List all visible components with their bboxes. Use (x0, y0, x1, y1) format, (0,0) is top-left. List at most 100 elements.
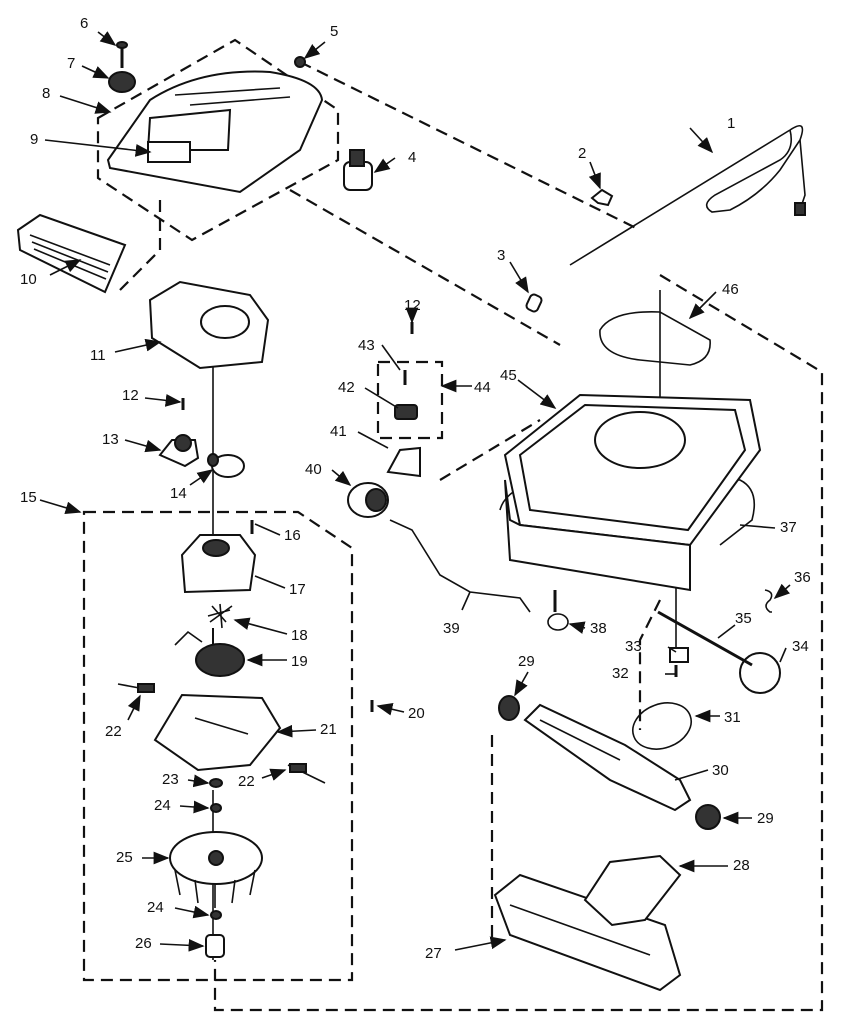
screw-part (116, 41, 128, 68)
leaders (39, 31, 791, 952)
callout-37: 37 (780, 519, 797, 536)
callout-31: 31 (724, 709, 741, 726)
base-housing-part (503, 393, 762, 592)
assembly-line-right (213, 274, 824, 1012)
switch-bracket-part (158, 434, 200, 468)
callout-8: 8 (42, 85, 50, 102)
assembly-line-mid (439, 419, 541, 481)
bracket-group-boundary (376, 360, 444, 440)
nozzle-part (493, 873, 682, 992)
callout-34: 34 (792, 638, 809, 655)
callout-13: 13 (102, 431, 119, 448)
callout-43: 43 (358, 337, 375, 354)
callout-10: 10 (20, 271, 37, 288)
callout-36: 36 (794, 569, 811, 586)
wheel-part (739, 652, 781, 694)
callout-41: 41 (330, 423, 347, 440)
assembly-line-top (299, 61, 641, 231)
fan-nut-part (205, 934, 225, 958)
callout-27: 27 (425, 945, 442, 962)
callout-1: 1 (727, 115, 735, 132)
callout-2: 2 (578, 145, 586, 162)
callout-4: 4 (408, 149, 416, 166)
callout-5: 5 (330, 23, 338, 40)
callout-18: 18 (291, 627, 308, 644)
switch-part (343, 149, 373, 191)
belt-part (632, 702, 692, 750)
callout-29-upper: 29 (518, 653, 535, 670)
callout-11: 11 (90, 347, 106, 364)
callout-6: 6 (80, 15, 88, 32)
contact-part-right (287, 763, 326, 784)
nut-part (294, 56, 306, 68)
clamp-42-part (394, 404, 418, 420)
callout-32: 32 (612, 665, 629, 682)
hood-part (106, 70, 324, 194)
callout-21: 21 (320, 721, 337, 738)
callout-7: 7 (67, 55, 75, 72)
assembly-line-hood-base (289, 189, 561, 346)
bearing-29-upper-part (498, 695, 520, 721)
washer-24-upper-part (210, 803, 222, 813)
hood-group-boundary (96, 38, 340, 242)
brush-part (207, 603, 233, 645)
fan-part (169, 831, 263, 908)
motor-cover-part (148, 280, 270, 370)
lamp-part (207, 453, 245, 478)
grommet-part (108, 71, 136, 93)
motor-housing-part (180, 534, 257, 594)
callout-20: 20 (408, 705, 425, 722)
callout-19: 19 (291, 653, 308, 670)
callout-24-lower: 24 (147, 899, 164, 916)
cord-part (569, 124, 806, 266)
callout-44: 44 (474, 379, 491, 396)
spring-part (764, 589, 773, 613)
roller-part (347, 482, 389, 518)
callout-9: 9 (30, 131, 38, 148)
callout-12-right: 12 (404, 297, 421, 314)
callout-38: 38 (590, 620, 607, 637)
callout-3: 3 (497, 247, 505, 264)
callout-22-right: 22 (238, 773, 255, 790)
callout-46: 46 (722, 281, 739, 298)
callout-35: 35 (735, 610, 752, 627)
axle-part (657, 610, 753, 667)
callout-12-left: 12 (122, 387, 139, 404)
brush-roll-part (523, 703, 692, 812)
callout-45: 45 (500, 367, 517, 384)
badge-part (147, 141, 191, 163)
motor-base-part (153, 693, 282, 772)
bearing-29-lower-part (695, 804, 721, 830)
callout-40: 40 (305, 461, 322, 478)
callout-17: 17 (289, 581, 306, 598)
callout-42: 42 (338, 379, 355, 396)
washer-24-lower-part (210, 910, 222, 920)
motor-group-boundary (82, 510, 354, 982)
callout-23: 23 (162, 771, 179, 788)
callout-22-left: 22 (105, 723, 122, 740)
callout-14: 14 (170, 485, 187, 502)
callout-26: 26 (135, 935, 152, 952)
assembly-line-bag (638, 599, 661, 730)
callout-28: 28 (733, 857, 750, 874)
assembly-line-cover (119, 200, 162, 291)
plate-41-part (386, 446, 421, 478)
callout-25: 25 (116, 849, 133, 866)
callout-39: 39 (443, 620, 460, 637)
callout-16: 16 (284, 527, 301, 544)
plug-part (525, 293, 543, 313)
cord-clip-part (590, 188, 614, 207)
handle-rod-part (389, 519, 531, 613)
callout-29-lower: 29 (757, 810, 774, 827)
callout-30: 30 (712, 762, 729, 779)
washer-23-part (209, 778, 223, 788)
gasket-part (599, 311, 711, 366)
contact-part-left (117, 683, 155, 693)
eyebolt-part (547, 590, 569, 631)
armature-part (174, 630, 245, 677)
callout-33: 33 (625, 638, 642, 655)
callout-15: 15 (20, 489, 37, 506)
callout-24-upper: 24 (154, 797, 171, 814)
nozzle-plate-part (583, 854, 682, 927)
